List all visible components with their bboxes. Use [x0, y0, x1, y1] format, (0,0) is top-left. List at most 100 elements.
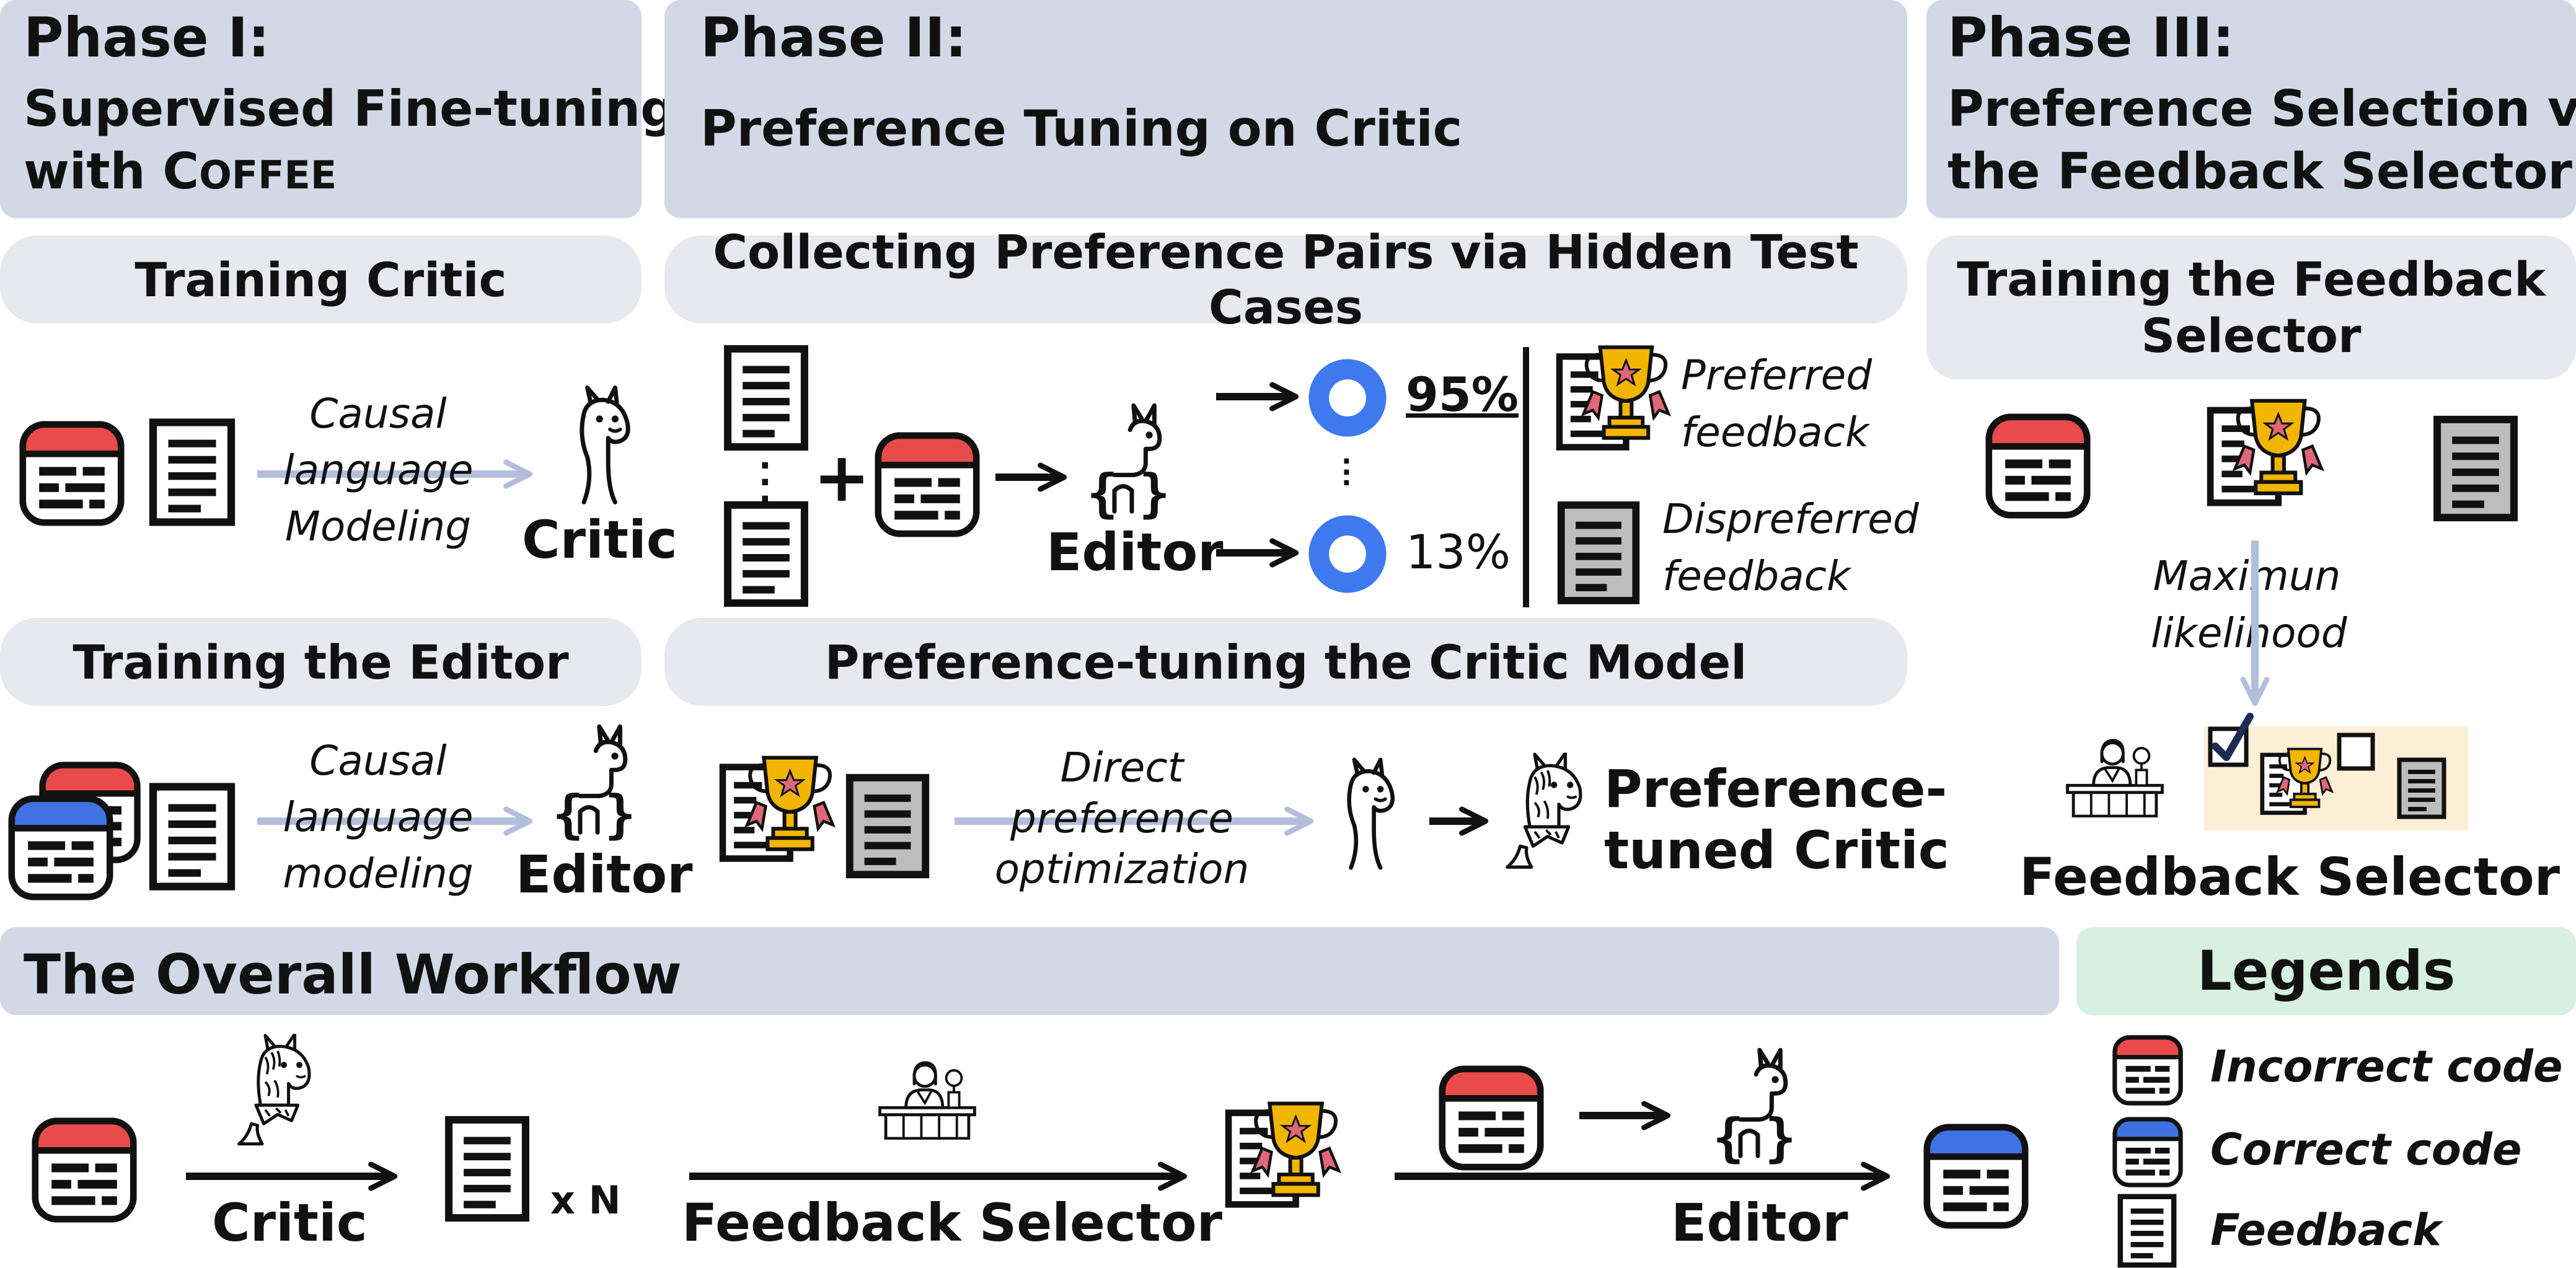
training-editor-header: Training the Editor	[0, 618, 642, 706]
training-critic-header: Training Critic	[0, 236, 642, 324]
preference-tuned-critic-label: Preference- tuned Critic	[1604, 759, 1949, 881]
preferred-line1: Preferred	[1681, 351, 1872, 399]
legend-correct-code-icon	[2111, 1116, 2184, 1189]
phase3-title: Preference Selection via the Feedback Se…	[1947, 78, 2576, 203]
editor-label-p2: Editor	[1046, 522, 1224, 583]
checked-box-icon	[2208, 713, 2254, 767]
vertical-ellipsis-rates: ···	[1341, 446, 1352, 500]
dpo-label: Direct preference optimization	[986, 742, 1258, 894]
phase1-title-line1: Supervised Fine-tuning	[24, 80, 676, 138]
plus-sign: +	[813, 438, 871, 517]
preferred-feedback-icon	[1556, 337, 1676, 457]
unselected-feedback-icon	[2396, 757, 2447, 819]
judge-icon	[2062, 715, 2168, 837]
editor-alpaca-icon-wf	[1706, 1045, 1793, 1166]
legends-header: Legends	[2076, 927, 2576, 1015]
ml-line1: Maximun	[2153, 552, 2341, 600]
critic-llama-icon-p2	[1326, 756, 1408, 871]
legend-correct-label: Correct code	[2210, 1124, 2522, 1175]
phase1-title-smallcaps: OFFEE	[199, 152, 337, 198]
dpo-line2: preference	[1010, 794, 1233, 842]
tuned-line2: tuned Critic	[1604, 820, 1949, 881]
ml-line2: likelihood	[2151, 609, 2347, 658]
wf-editor-label: Editor	[1671, 1192, 1848, 1253]
dpo-line1: Direct	[1060, 744, 1184, 791]
clm-critic-line1: Causal	[309, 390, 447, 438]
feedback-doc-icon-editor	[149, 782, 236, 891]
clm-critic-line2: language	[283, 446, 474, 495]
wf-critic-label: Critic	[212, 1192, 368, 1253]
clm-editor-line2: language	[283, 793, 474, 842]
critic-fancy-llama-icon-wf	[234, 1034, 327, 1150]
phase3-title-line1: Preference Selection via	[1947, 80, 2576, 138]
critic-label: Critic	[522, 509, 677, 570]
dispreferred-feedback-icon	[1557, 501, 1640, 605]
phase1-title: Supervised Fine-tuning with COFFEE	[24, 78, 676, 203]
pass-rate-ring-low	[1308, 515, 1387, 593]
incorrect-code-icon-p2	[873, 430, 982, 539]
incorrect-code-icon-wf2	[1437, 1063, 1546, 1173]
phase2-header: Phase II: Preference Tuning on Critic	[664, 0, 1907, 218]
phase1-label: Phase I:	[24, 6, 270, 69]
dispreferred-feedback-label: Dispreferred feedback	[1662, 491, 1919, 605]
phase2-title: Preference Tuning on Critic	[700, 100, 1463, 157]
incorrect-code-icon	[17, 419, 126, 528]
workflow-header: The Overall Workflow	[0, 927, 2059, 1015]
dispreferred-line1: Dispreferred	[1662, 495, 1919, 543]
editor-label: Editor	[516, 844, 693, 905]
critic-llama-icon	[558, 384, 645, 506]
phase3-header: Phase III: Preference Selection via the …	[1926, 0, 2576, 218]
preferred-line2: feedback	[1681, 408, 1869, 457]
training-selector-line1: Training the Feedback	[1957, 251, 2546, 307]
pass-rate-high: 95%	[1406, 367, 1519, 422]
feedback-doc-icon-wf	[443, 1116, 532, 1222]
feedback-doc-top	[721, 345, 811, 451]
preferred-feedback-icon-p3	[2207, 390, 2329, 513]
incorrect-code-icon-wf	[30, 1116, 139, 1225]
correct-code-icon-wf	[1921, 1122, 2031, 1231]
clm-editor-line3: modeling	[283, 850, 474, 898]
phase3-label: Phase III:	[1947, 6, 2234, 69]
clm-critic-label: Causal language Modeling	[273, 385, 483, 555]
preferred-feedback-label: Preferred feedback	[1681, 347, 1872, 462]
workflow-title: The Overall Workflow	[24, 943, 682, 1006]
phase1-title-line2: with COFFEE	[24, 141, 676, 203]
phase1-title-line2-text: with C	[24, 142, 200, 200]
feedback-selector-label: Feedback Selector	[2019, 847, 2561, 907]
vertical-ellipsis-docs: ···	[759, 446, 772, 519]
feedback-doc-icon	[149, 418, 236, 527]
legend-feedback-icon	[2117, 1194, 2177, 1268]
preference-tuned-critic-icon	[1502, 752, 1599, 874]
phase1-header: Phase I: Supervised Fine-tuning with COF…	[0, 0, 676, 218]
maximum-likelihood-label: Maximun likelihood	[2151, 548, 2347, 663]
preferred-feedback-icon-2	[719, 747, 840, 869]
tuned-line1: Preference-	[1604, 759, 1947, 819]
dpo-line3: optimization	[994, 845, 1250, 893]
training-selector-header: Training the Feedback Selector	[1926, 236, 2576, 379]
wf-selector-label: Feedback Selector	[682, 1192, 1223, 1253]
clm-editor-line1: Causal	[309, 737, 447, 785]
collecting-pairs-header: Collecting Preference Pairs via Hidden T…	[664, 224, 1907, 335]
incorrect-code-icon-p3	[1983, 412, 2093, 521]
clm-editor-label: Causal language modeling	[273, 733, 483, 902]
editor-alpaca-icon-p2	[1080, 400, 1167, 522]
pref-tuning-header: Preference-tuning the Critic Model	[664, 618, 1907, 706]
phase3-title-line2: the Feedback Selector	[1947, 142, 2572, 200]
legend-incorrect-code-icon	[2111, 1034, 2184, 1107]
unchecked-box-icon	[2337, 733, 2375, 771]
pass-rate-low: 13%	[1406, 524, 1511, 579]
clm-critic-line3: Modeling	[285, 503, 472, 551]
preferred-feedback-icon-wf	[1225, 1093, 1346, 1215]
times-n-text: x N	[550, 1178, 621, 1223]
times-n-label: x N	[550, 1165, 620, 1226]
dispreferred-feedback-icon-p3	[2432, 415, 2519, 522]
correct-code-stack-icon	[6, 793, 115, 902]
phase2-label: Phase II:	[700, 6, 967, 69]
selected-feedback-icon	[2260, 742, 2337, 819]
editor-alpaca-icon	[545, 721, 632, 843]
feedback-doc-bottom	[721, 501, 811, 607]
training-selector-line2: Selector	[2141, 308, 2362, 363]
legend-incorrect-label: Incorrect code	[2210, 1041, 2563, 1092]
dispreferred-line2: feedback	[1662, 552, 1851, 601]
legend-feedback-label: Feedback	[2210, 1205, 2441, 1256]
